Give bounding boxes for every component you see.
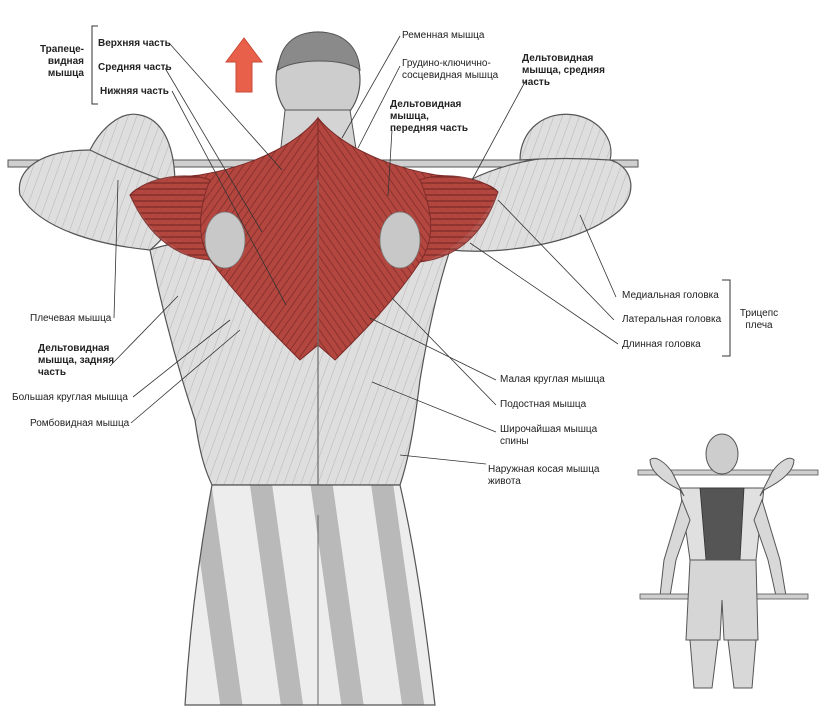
- shorts: [184, 484, 436, 706]
- label-external-oblique: Наружная косая мышца живота: [488, 464, 600, 487]
- thumbnail-figure: [637, 433, 819, 689]
- label-rhomboid: Ромбовидная мышца: [30, 418, 130, 429]
- leader-latissimus: [371, 381, 497, 433]
- label-trap-middle: Средняя часть: [98, 62, 172, 73]
- thumb-arm-lower-right: [753, 498, 787, 597]
- leader-triceps-medial: [579, 214, 617, 298]
- hair: [277, 31, 361, 72]
- up-arrow-icon: [225, 37, 263, 93]
- right-forearm: [519, 113, 612, 161]
- leader-sternocleido: [357, 65, 401, 149]
- triceps-bracket: [722, 279, 731, 357]
- label-trap-lower: Нижняя часть: [100, 86, 169, 97]
- thumb-singlet: [699, 487, 745, 561]
- label-triceps-long: Длинная головка: [622, 339, 701, 350]
- leader-deltoid-front: [387, 129, 393, 197]
- label-teres-minor: Малая круглая мышца: [500, 374, 605, 385]
- thumb-shorts: [685, 559, 759, 641]
- leader-triceps-lateral: [497, 199, 615, 321]
- label-trapezius-group: Трапеце- видная мышца: [39, 44, 84, 79]
- thumb-arm-left: [649, 457, 685, 497]
- deltoid-rear-right: [418, 175, 499, 263]
- scapula-left: [204, 211, 246, 269]
- leader-rhomboid: [130, 329, 241, 424]
- label-sternocleido: Грудино-ключично- сосцевидная мышца: [402, 58, 499, 81]
- leader-deltoid-middle: [471, 79, 527, 181]
- label-deltoid-middle: Дельтовидная мышца, средняя часть: [522, 53, 605, 88]
- label-triceps-medial: Медиальная головка: [622, 290, 719, 301]
- leader-infraspinatus: [391, 297, 497, 406]
- leader-trap-lower: [171, 90, 287, 306]
- thumb-head: [705, 433, 739, 475]
- label-infraspinatus: Подостная мышца: [500, 399, 587, 410]
- leader-external-oblique: [399, 454, 487, 465]
- left-forearm: [89, 113, 176, 186]
- deltoid-rear-left: [129, 175, 211, 261]
- leader-teres-major: [132, 319, 231, 398]
- label-teres-major: Большая круглая мышца: [12, 392, 128, 403]
- thumb-arm-lower-left: [659, 498, 691, 597]
- leader-triceps-long: [469, 242, 619, 345]
- leader-brachialis: [113, 179, 119, 319]
- leader-deltoid-rear: [109, 295, 179, 367]
- leader-teres-minor: [369, 317, 497, 381]
- leader-splenius: [341, 35, 401, 139]
- label-brachialis: Плечевая мышца: [30, 313, 112, 324]
- label-deltoid-rear: Дельтовидная мышца, задняя часть: [38, 343, 115, 378]
- label-splenius: Ременная мышца: [402, 30, 485, 41]
- label-triceps-group: Трицепс плеча: [739, 308, 779, 331]
- thumb-arm-right: [759, 457, 795, 497]
- thumb-leg-right: [727, 639, 757, 689]
- label-trap-upper: Верхняя часть: [98, 38, 171, 49]
- leader-trap-middle: [164, 67, 263, 233]
- thumb-leg-left: [689, 639, 719, 689]
- label-latissimus: Широчайшая мышца спины: [500, 424, 598, 447]
- trapezius-bracket: [91, 25, 98, 105]
- label-triceps-lateral: Латеральная головка: [622, 314, 722, 325]
- leader-trap-upper: [169, 43, 283, 171]
- label-deltoid-front: Дельтовидная мышца, передняя часть: [390, 99, 469, 134]
- scapula-right: [379, 211, 421, 269]
- leader-lines: [109, 35, 619, 465]
